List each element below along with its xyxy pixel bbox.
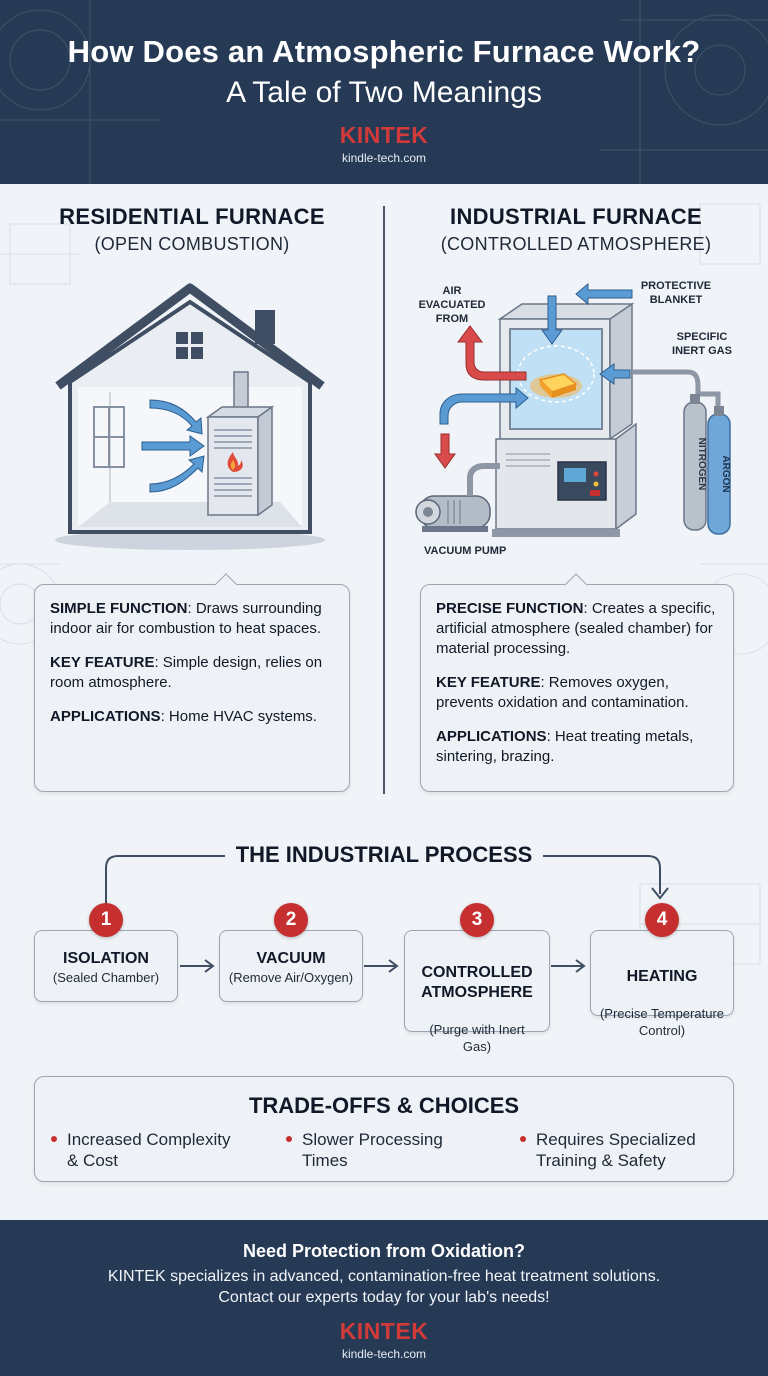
bullet-icon	[520, 1136, 526, 1142]
footer-title: Need Protection from Oxidation?	[242, 1241, 526, 1261]
tradeoff-text: Requires Specialized Training & Safety	[536, 1130, 696, 1170]
residential-subtitle: (OPEN COMBUSTION)	[94, 234, 290, 254]
step-number-2: 2	[274, 903, 308, 937]
step-number-1: 1	[89, 903, 123, 937]
page-title: How Does an Atmospheric Furnace Work?	[67, 34, 701, 69]
brand-logo: KINTEK	[339, 122, 429, 148]
step-desc: (Remove Air/Oxygen)	[228, 970, 354, 985]
process-connectors	[105, 855, 669, 973]
argon-cylinder-icon: ARGON	[707, 406, 731, 535]
residential-applications-label: APPLICATIONS	[50, 708, 161, 725]
main-content: RESIDENTIAL FURNACE (OPEN COMBUSTION)	[0, 184, 768, 1220]
argon-label: ARGON	[720, 455, 731, 492]
tradeoffs-title: TRADE-OFFS & CHOICES	[248, 1093, 520, 1118]
step-number-4: 4	[645, 903, 679, 937]
label-vacuum-pump: VACUUM PUMP	[424, 545, 506, 557]
tradeoff-item: Requires Specialized Training & Safety	[520, 1129, 696, 1171]
step-desc: (Sealed Chamber)	[52, 970, 160, 985]
footer-domain: kindle-tech.com	[341, 1347, 427, 1361]
industrial-info-box: PRECISE FUNCTION: Creates a specific, ar…	[420, 584, 734, 792]
footer-brand-logo: KINTEK	[339, 1318, 429, 1344]
tradeoffs-box: TRADE-OFFS & CHOICES Increased Complexit…	[34, 1076, 734, 1182]
bullet-icon	[286, 1136, 292, 1142]
process-step-3: CONTROLLED ATMOSPHERE (Purge with Inert …	[404, 930, 550, 1054]
industrial-title: INDUSTRIAL FURNACE	[450, 204, 702, 229]
residential-title: RESIDENTIAL FURNACE	[59, 204, 325, 229]
header: How Does an Atmospheric Furnace Work? A …	[0, 0, 768, 184]
step-name: ISOLATION	[63, 950, 149, 967]
process-step-2: VACUUM (Remove Air/Oxygen)	[219, 930, 363, 1002]
page-subtitle: A Tale of Two Meanings	[226, 76, 542, 109]
footer-line-1: KINTEK specializes in advanced, contamin…	[107, 1268, 661, 1285]
residential-furnace-icon	[205, 405, 275, 517]
house-illustration	[55, 283, 325, 550]
residential-applications-text: : Home HVAC systems.	[160, 708, 317, 725]
header-domain: kindle-tech.com	[341, 151, 427, 165]
gas-in-arrow-left	[439, 386, 529, 425]
step-desc: (Purge with Inert Gas)	[429, 1022, 525, 1054]
step-desc: (Precise Temperature Control)	[599, 1006, 725, 1038]
industrial-function-text: : Creates a specific, artificial atmosph…	[436, 600, 716, 657]
bullet-icon	[51, 1136, 57, 1142]
blueprint-pattern	[0, 0, 768, 184]
gas-in-arrow-side	[599, 363, 631, 385]
tradeoff-text: Increased Complexity & Cost	[67, 1130, 231, 1170]
residential-function-label: SIMPLE FUNCTION	[50, 600, 188, 617]
column-divider	[383, 206, 385, 794]
industrial-feature-text: : Removes oxygen, prevents oxidation and…	[436, 674, 689, 711]
residential-function-text: : Draws surrounding indoor air for combu…	[50, 600, 322, 637]
process-step-4: HEATING (Precise Temperature Control)	[590, 930, 734, 1038]
air-intake-arrows	[141, 399, 205, 493]
step-number-3: 3	[460, 903, 494, 937]
step-name: CONTROLLED ATMOSPHERE	[421, 964, 533, 1001]
tradeoff-text: Slower Processing Times	[302, 1130, 443, 1170]
vacuum-pump-icon	[415, 495, 491, 532]
industrial-applications-label: APPLICATIONS	[436, 728, 547, 745]
footer: Need Protection from Oxidation? KINTEK s…	[0, 1220, 768, 1376]
residential-feature-label: KEY FEATURE	[50, 654, 155, 671]
air-down-arrow	[434, 433, 456, 469]
footer-line-2: Contact our experts today for your lab's…	[218, 1289, 550, 1306]
nitrogen-cylinder-icon: NITROGEN	[683, 394, 707, 531]
residential-feature-text: : Simple design, relies on room atmosphe…	[50, 654, 323, 691]
air-out-arrow	[457, 325, 527, 381]
industrial-applications-text: : Heat treating metals, sintering, brazi…	[436, 728, 694, 765]
step-name: HEATING	[626, 968, 698, 985]
gas-in-arrow-right	[575, 282, 633, 306]
residential-info-box: SIMPLE FUNCTION: Draws surrounding indoo…	[34, 584, 350, 792]
industrial-feature-label: KEY FEATURE	[436, 674, 541, 691]
industrial-function-label: PRECISE FUNCTION	[436, 600, 584, 617]
industrial-subtitle: (CONTROLLED ATMOSPHERE)	[440, 234, 712, 254]
tradeoff-item: Slower Processing Times	[286, 1129, 443, 1171]
process-title: THE INDUSTRIAL PROCESS	[235, 842, 533, 867]
tradeoff-item: Increased Complexity & Cost	[51, 1129, 231, 1171]
gas-in-arrow-top	[541, 295, 563, 345]
process-step-1: ISOLATION (Sealed Chamber)	[34, 930, 178, 1002]
nitrogen-label: NITROGEN	[696, 438, 707, 491]
step-name: VACUUM	[256, 950, 326, 967]
